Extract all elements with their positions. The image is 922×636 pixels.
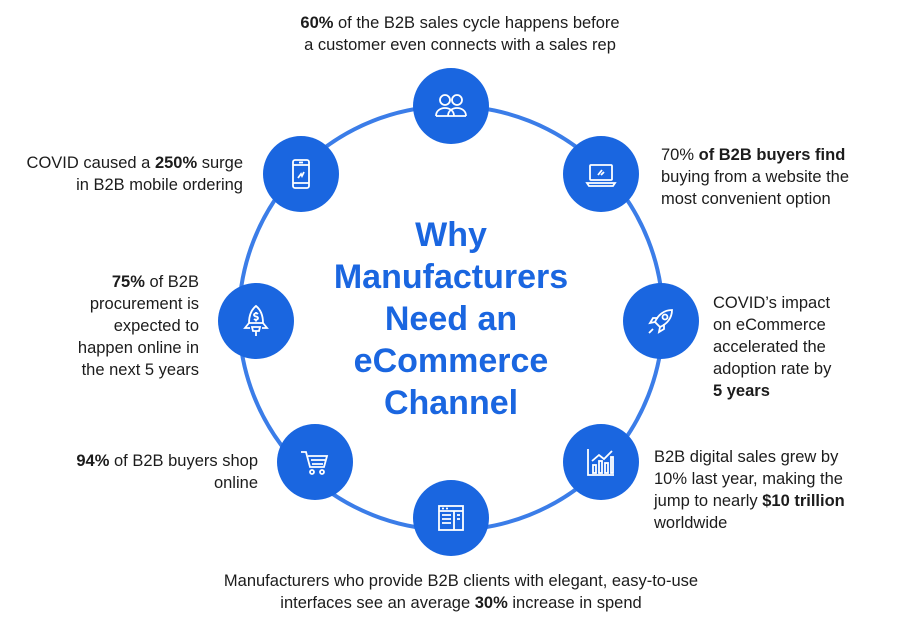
caption-text: online	[213, 474, 258, 492]
caption-text: COVID’s impact	[713, 294, 831, 312]
stat-caption-mobile-ordering: COVID caused a 250% surge in B2B mobile o…	[10, 152, 243, 196]
caption-text: jump to nearly	[654, 492, 763, 510]
stat-node-covid-adoption	[623, 283, 699, 359]
caption-text: of the B2B sales cycle happens before	[333, 14, 620, 32]
caption-highlight: 60%	[300, 14, 334, 32]
caption-line: COVID’s impact	[713, 292, 903, 314]
caption-line: adoption rate by	[713, 358, 903, 380]
caption-text: the next 5 years	[81, 361, 199, 379]
stat-node-buyers-online	[277, 424, 353, 500]
caption-highlight: 94%	[76, 452, 110, 470]
caption-text: a customer even connects with a sales re…	[304, 36, 616, 54]
stat-caption-buyers-online: 94% of B2B buyers shop online	[40, 450, 258, 494]
browser-window-icon	[438, 505, 464, 531]
caption-text: increase in spend	[507, 594, 642, 612]
title-line: Need an	[384, 300, 518, 338]
caption-highlight: 5 years	[713, 382, 770, 400]
caption-text: most convenient option	[661, 190, 831, 208]
title-line: Manufacturers	[333, 258, 569, 296]
caption-line: buying from a website the	[661, 166, 901, 188]
stat-node-mobile-ordering	[263, 136, 339, 212]
caption-line: the next 5 years	[40, 359, 199, 381]
money-rocket-icon	[243, 304, 269, 336]
caption-highlight: 30%	[474, 594, 508, 612]
caption-text: Manufacturers who provide B2B clients wi…	[223, 572, 699, 590]
caption-text: worldwide	[654, 514, 728, 532]
caption-line: worldwide	[654, 512, 894, 534]
caption-line: 94% of B2B buyers shop	[40, 450, 258, 472]
caption-text: in B2B mobile ordering	[76, 176, 243, 194]
title-line: Channel	[383, 384, 519, 422]
people-icon	[435, 94, 467, 117]
caption-line: on eCommerce	[713, 314, 903, 336]
title-line: Why	[415, 216, 487, 254]
stat-node-digital-sales	[563, 424, 639, 500]
caption-text: B2B digital sales grew by	[654, 448, 839, 466]
caption-highlight: 250%	[154, 154, 198, 172]
caption-line: expected to	[40, 315, 199, 337]
caption-line: happen online in	[40, 337, 199, 359]
caption-text: surge	[197, 154, 243, 172]
caption-highlight: $10 trillion	[762, 492, 845, 510]
stat-caption-interfaces-spend: Manufacturers who provide B2B clients wi…	[150, 570, 772, 614]
infographic-title: Why Manufacturers Need an eCommerce Chan…	[300, 214, 602, 424]
caption-text: of B2B buyers shop	[109, 452, 258, 470]
chart-icon	[587, 449, 614, 476]
caption-text: 70%	[661, 146, 699, 164]
title-line: eCommerce	[353, 342, 549, 380]
caption-line: jump to nearly $10 trillion	[654, 490, 894, 512]
caption-text: happen online in	[77, 339, 199, 357]
stat-caption-website-buying: 70% of B2B buyers find buying from a webs…	[661, 144, 901, 210]
shopping-cart-icon	[301, 451, 329, 475]
caption-text: accelerated the	[713, 338, 826, 356]
caption-line: 70% of B2B buyers find	[661, 144, 901, 166]
stat-caption-sales-cycle: 60% of the B2B sales cycle happens befor…	[270, 12, 650, 56]
caption-line: 10% last year, making the	[654, 468, 894, 490]
caption-line: Manufacturers who provide B2B clients wi…	[150, 570, 772, 592]
caption-line: a customer even connects with a sales re…	[270, 34, 650, 56]
caption-line: online	[40, 472, 258, 494]
caption-text: expected to	[113, 317, 199, 335]
caption-text: on eCommerce	[713, 316, 826, 334]
caption-line: in B2B mobile ordering	[10, 174, 243, 196]
caption-text: of B2B	[144, 273, 199, 291]
caption-text: 10% last year, making the	[654, 470, 843, 488]
stat-caption-digital-sales: B2B digital sales grew by 10% last year, …	[654, 446, 894, 534]
caption-line: most convenient option	[661, 188, 901, 210]
caption-highlight: 75%	[111, 273, 145, 291]
caption-line: 60% of the B2B sales cycle happens befor…	[270, 12, 650, 34]
caption-line: 75% of B2B	[40, 271, 199, 293]
caption-text: COVID caused a	[26, 154, 155, 172]
caption-highlight: of B2B buyers find	[698, 146, 846, 164]
caption-text: procurement is	[89, 295, 199, 313]
stat-node-interfaces-spend	[413, 480, 489, 556]
caption-line: 5 years	[713, 380, 903, 402]
stat-caption-covid-adoption: COVID’s impact on eCommerce accelerated th…	[713, 292, 903, 402]
stat-node-procurement	[218, 283, 294, 359]
mobile-phone-icon	[292, 159, 310, 189]
caption-line: interfaces see an average 30% increase i…	[150, 592, 772, 614]
stat-node-website-buying	[563, 136, 639, 212]
caption-text: adoption rate by	[713, 360, 832, 378]
caption-line: COVID caused a 250% surge	[10, 152, 243, 174]
caption-text: buying from a website the	[661, 168, 850, 186]
stat-node-sales-cycle	[413, 68, 489, 144]
laptop-icon	[585, 164, 617, 187]
caption-line: procurement is	[40, 293, 199, 315]
caption-line: B2B digital sales grew by	[654, 446, 894, 468]
stat-caption-procurement: 75% of B2B procurement is expected to happe…	[40, 271, 199, 381]
rocket-icon	[648, 309, 673, 334]
caption-line: accelerated the	[713, 336, 903, 358]
caption-text: interfaces see an average	[280, 594, 475, 612]
